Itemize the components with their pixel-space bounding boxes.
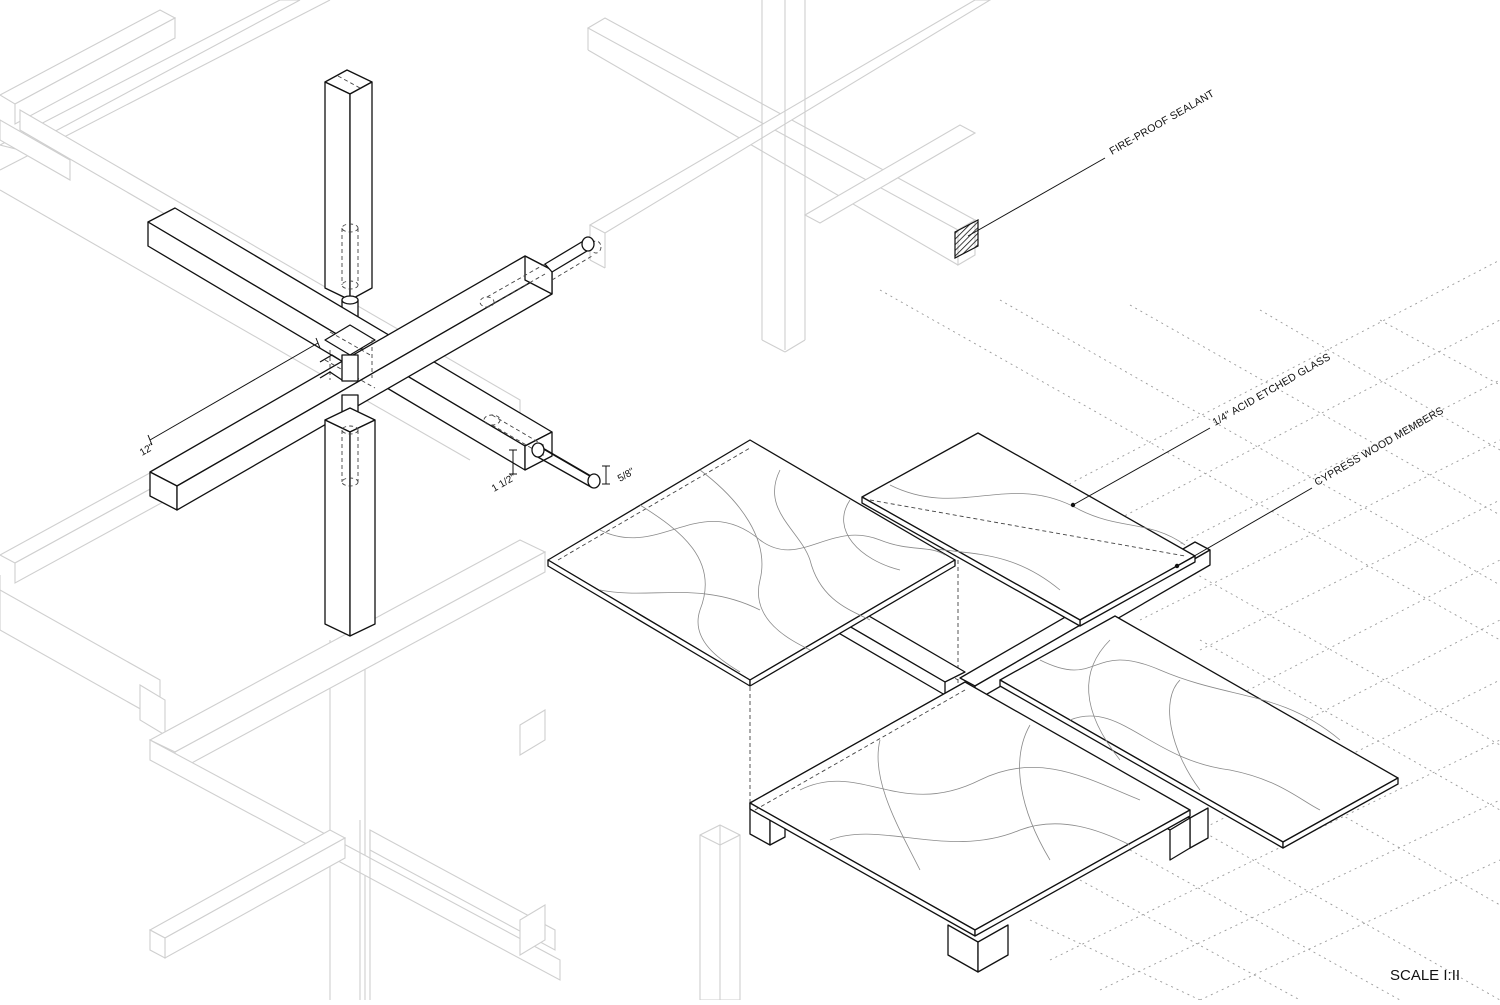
center-connector	[319, 324, 376, 389]
joint-assembly	[147, 69, 602, 637]
leader-dot-glass	[1070, 502, 1076, 508]
dowel-lower	[531, 442, 601, 489]
label-fire-proof-sealant: FIRE-PROOF SEALANT	[1108, 87, 1217, 157]
dowel-upper	[544, 236, 602, 281]
leader-dot-wood	[1174, 563, 1180, 569]
sealant-detail: FIRE-PROOF SEALANT	[954, 87, 1217, 259]
label-cypress-wood-members: CYPRESS WOOD MEMBERS	[1313, 405, 1446, 489]
panel-assembly: 1/4" ACID ETCHED GLASS CYPRESS WOOD MEMB…	[547, 351, 1446, 973]
upper-post	[324, 69, 373, 301]
dimension-dowel-diameter: 5/8"	[616, 466, 637, 484]
lower-post	[324, 407, 376, 637]
label-acid-etched-glass: 1/4" ACID ETCHED GLASS	[1211, 351, 1333, 428]
glass-panel-bottom	[749, 681, 1191, 937]
scale-label: SCALE I:II	[1390, 967, 1460, 984]
glass-panel-right-bottom	[999, 615, 1399, 849]
dimension-beam-width: 12"	[138, 442, 157, 459]
glass-panel-left	[547, 439, 956, 687]
dimension-beam-depth: 1 1/2"	[490, 472, 518, 495]
